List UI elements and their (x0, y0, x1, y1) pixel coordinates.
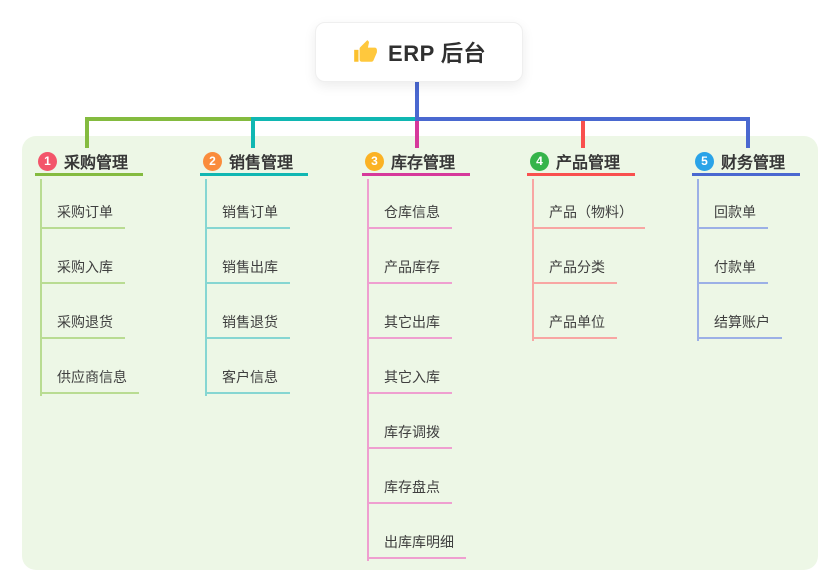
child-node[interactable]: 产品（物料） (532, 201, 645, 229)
child-node-label: 产品库存 (384, 259, 440, 275)
thumbs-up-icon (354, 40, 377, 62)
branch-children-line (40, 179, 42, 396)
child-node[interactable]: 库存盘点 (367, 476, 452, 504)
branch-children-line (697, 179, 699, 341)
bus-segment-green (85, 117, 255, 121)
child-node[interactable]: 其它出库 (367, 311, 452, 339)
bus-segment-blue (415, 117, 750, 121)
branch-1-drop-line (85, 117, 89, 148)
child-node[interactable]: 仓库信息 (367, 201, 452, 229)
root-label: ERP 后台 (388, 41, 486, 66)
child-node[interactable]: 产品单位 (532, 311, 617, 339)
branch-number-badge: 2 (203, 151, 222, 171)
child-node[interactable]: 销售出库 (205, 256, 290, 284)
child-node[interactable]: 销售订单 (205, 201, 290, 229)
branch-3-drop-line (415, 117, 419, 148)
child-node[interactable]: 产品分类 (532, 256, 617, 284)
branches-panel (22, 136, 818, 570)
child-node-label: 采购退货 (57, 314, 113, 330)
child-node-label: 销售订单 (222, 204, 278, 220)
child-node-label: 结算账户 (714, 314, 770, 330)
child-node[interactable]: 产品库存 (367, 256, 452, 284)
branch-2-drop-line (251, 117, 255, 148)
branch-label: 财务管理 (721, 155, 786, 172)
child-node-label: 回款单 (714, 204, 756, 220)
root-node[interactable]: ERP 后台 (315, 22, 523, 82)
child-node[interactable]: 供应商信息 (40, 366, 139, 394)
child-node-label: 其它出库 (384, 314, 440, 330)
branch-number-badge: 3 (365, 151, 384, 171)
child-node-label: 采购订单 (57, 204, 113, 220)
child-node-label: 采购入库 (57, 259, 113, 275)
child-node-label: 库存调拨 (384, 424, 440, 440)
branch-number-badge: 4 (530, 151, 549, 171)
child-node-label: 客户信息 (222, 369, 278, 385)
branch-number-badge: 1 (38, 151, 57, 171)
child-node[interactable]: 付款单 (697, 256, 768, 284)
child-node-label: 出库库明细 (384, 534, 454, 550)
branch-children-line (205, 179, 207, 396)
child-node-label: 仓库信息 (384, 204, 440, 220)
root-stem-line (415, 82, 419, 121)
child-node[interactable]: 结算账户 (697, 311, 782, 339)
bus-segment-teal (251, 117, 419, 121)
branch-label: 产品管理 (556, 155, 621, 172)
branch-5-drop-line (746, 117, 750, 148)
child-node-label: 销售出库 (222, 259, 278, 275)
child-node-label: 其它入库 (384, 369, 440, 385)
child-node[interactable]: 出库库明细 (367, 531, 466, 559)
child-node[interactable]: 客户信息 (205, 366, 290, 394)
branch-label: 采购管理 (64, 155, 129, 172)
child-node-label: 供应商信息 (57, 369, 127, 385)
child-node-label: 付款单 (714, 259, 756, 275)
child-node-label: 产品（物料） (549, 204, 633, 220)
child-node-label: 产品单位 (549, 314, 605, 330)
child-node[interactable]: 采购入库 (40, 256, 125, 284)
branch-children-line (367, 179, 369, 561)
branch-label: 销售管理 (229, 155, 294, 172)
child-node[interactable]: 库存调拨 (367, 421, 452, 449)
child-node[interactable]: 其它入库 (367, 366, 452, 394)
branch-header-库存管理[interactable]: 3 库存管理 (362, 149, 470, 176)
child-node-label: 产品分类 (549, 259, 605, 275)
branch-children-line (532, 179, 534, 341)
branch-label: 库存管理 (391, 155, 456, 172)
child-node[interactable]: 采购退货 (40, 311, 125, 339)
branch-header-财务管理[interactable]: 5 财务管理 (692, 149, 800, 176)
branch-number-badge: 5 (695, 151, 714, 171)
child-node[interactable]: 采购订单 (40, 201, 125, 229)
branch-header-采购管理[interactable]: 1 采购管理 (35, 149, 143, 176)
child-node[interactable]: 销售退货 (205, 311, 290, 339)
child-node-label: 库存盘点 (384, 479, 440, 495)
branch-header-产品管理[interactable]: 4 产品管理 (527, 149, 635, 176)
child-node-label: 销售退货 (222, 314, 278, 330)
branch-4-drop-line (581, 117, 585, 148)
child-node[interactable]: 回款单 (697, 201, 768, 229)
branch-header-销售管理[interactable]: 2 销售管理 (200, 149, 308, 176)
